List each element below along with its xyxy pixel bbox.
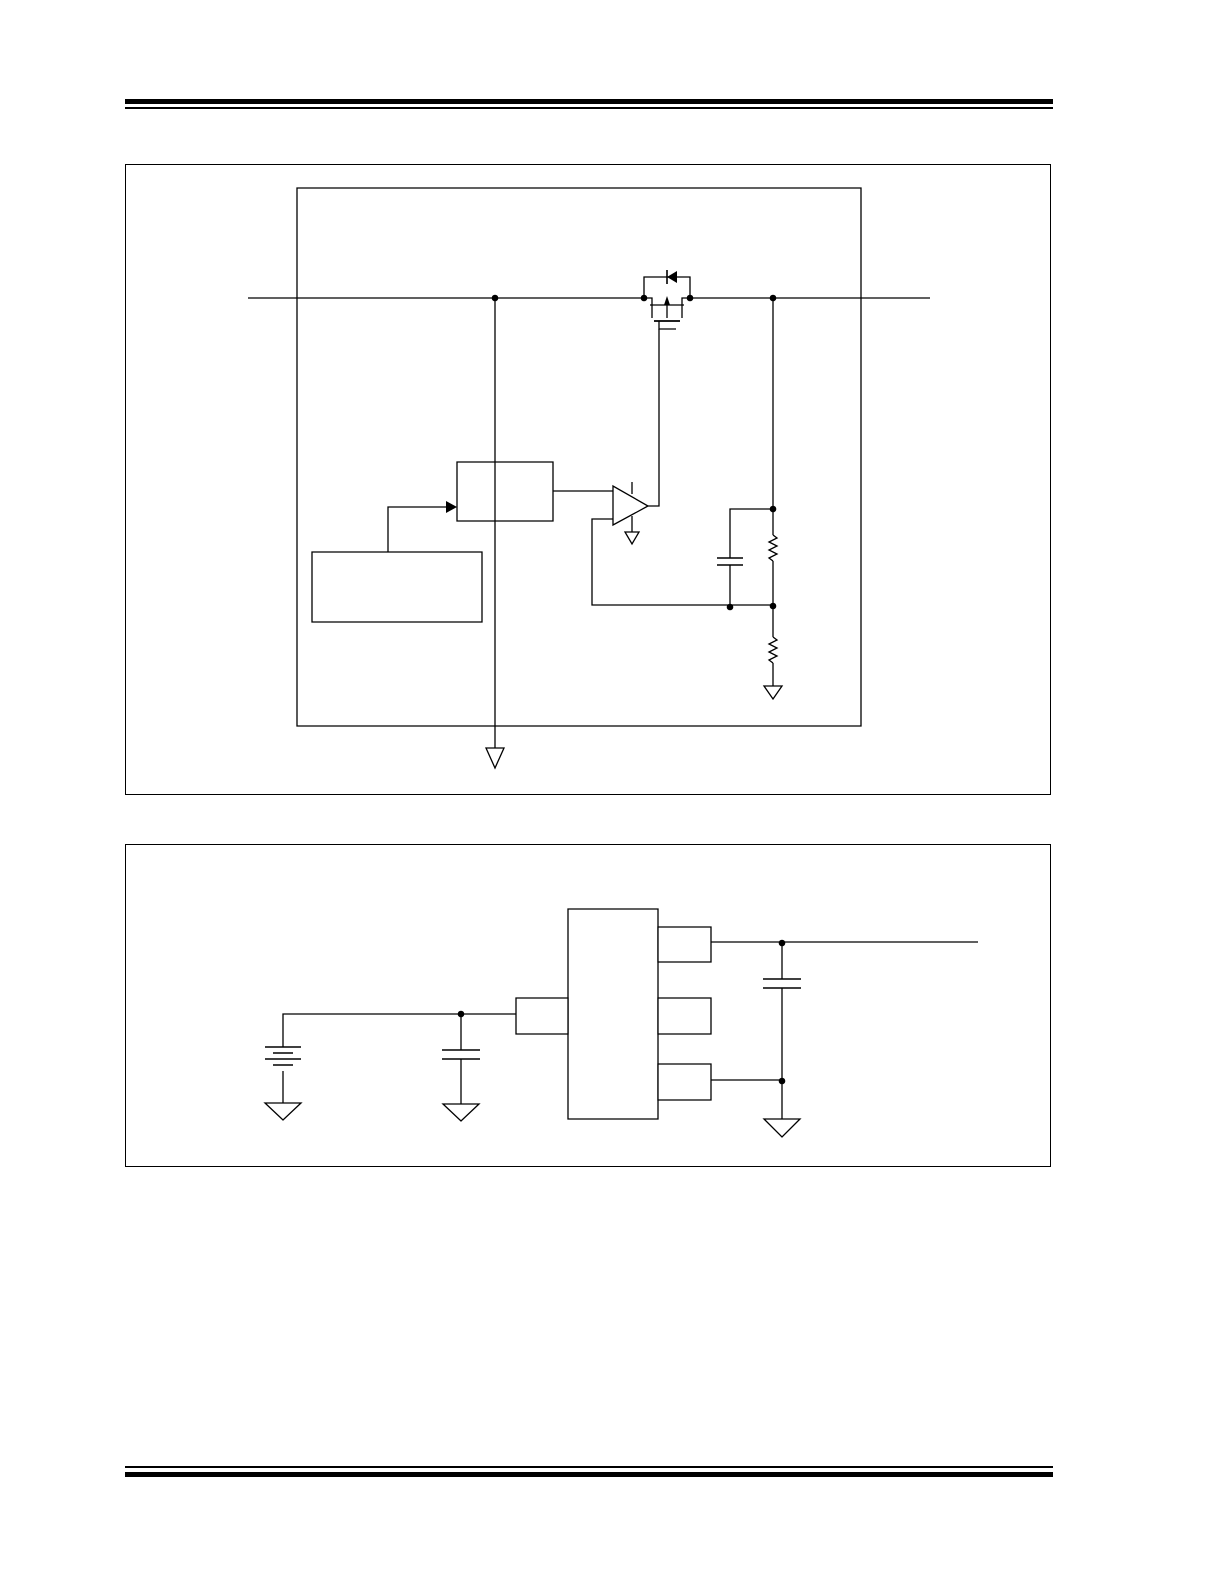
ground-icon	[764, 686, 782, 699]
ground-icon	[265, 1103, 301, 1120]
input-wire	[283, 1014, 516, 1047]
arrow-icon	[446, 501, 457, 513]
feedback-capacitor-wire	[730, 509, 773, 558]
error-amplifier	[553, 329, 730, 605]
footer-rule-thick	[125, 1472, 1053, 1477]
regulator-package	[568, 909, 658, 1119]
input-capacitor	[442, 1014, 480, 1121]
reference-signal-wire	[388, 507, 448, 552]
footer-rule-thin	[125, 1466, 1053, 1468]
ground-icon	[486, 748, 504, 768]
header-rule-thin	[125, 107, 1053, 109]
feedback-resistor-bottom	[769, 637, 777, 663]
package-pin-left	[516, 998, 568, 1034]
figure-frame-block-diagram	[125, 164, 1051, 795]
package-pin-right-middle	[658, 998, 711, 1034]
battery	[265, 1047, 301, 1120]
header-rule-thick	[125, 99, 1053, 104]
block-diagram	[248, 188, 930, 768]
ic-outline	[297, 188, 861, 726]
package-pin-right-bottom	[658, 1064, 711, 1100]
body-diode	[644, 270, 690, 298]
output-capacitor	[763, 942, 801, 1119]
application-circuit	[265, 909, 978, 1137]
figure-frame-application-circuit	[125, 844, 1051, 1167]
reference-block	[312, 552, 482, 622]
package-pin-right-top	[658, 927, 711, 962]
ground-icon	[764, 1119, 800, 1137]
ground-icon	[443, 1104, 479, 1121]
ground-icon	[625, 532, 639, 544]
control-block	[457, 462, 553, 521]
pmos-pass-transistor	[644, 296, 690, 329]
junction-dot	[778, 1077, 786, 1085]
feedback-resistor-top	[769, 535, 777, 561]
